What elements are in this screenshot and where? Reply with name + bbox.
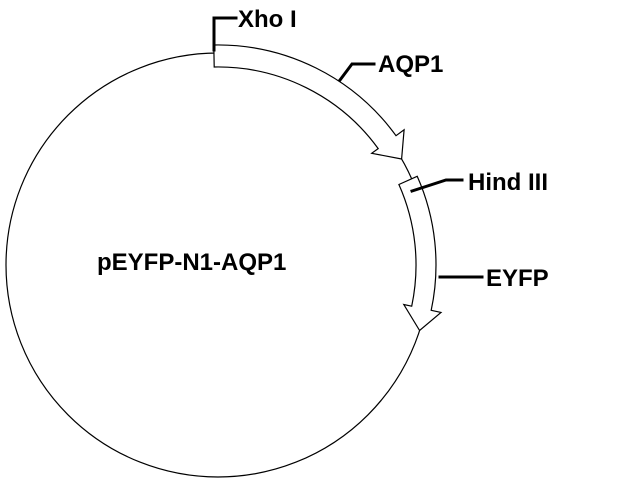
aqp1-label: AQP1 — [378, 51, 443, 78]
eyfp-feature-arrow — [398, 175, 443, 332]
aqp1-leader — [337, 62, 376, 83]
xho-site-leader — [212, 16, 238, 52]
hind-site-leader — [410, 178, 464, 193]
hind-site-label: Hind III — [468, 169, 548, 196]
plasmid-name-label: pEYFP-N1-AQP1 — [97, 249, 286, 276]
aqp1-feature-arrow — [213, 44, 405, 160]
xho-site-label: Xho I — [238, 6, 297, 33]
eyfp-label: EYFP — [486, 265, 549, 292]
